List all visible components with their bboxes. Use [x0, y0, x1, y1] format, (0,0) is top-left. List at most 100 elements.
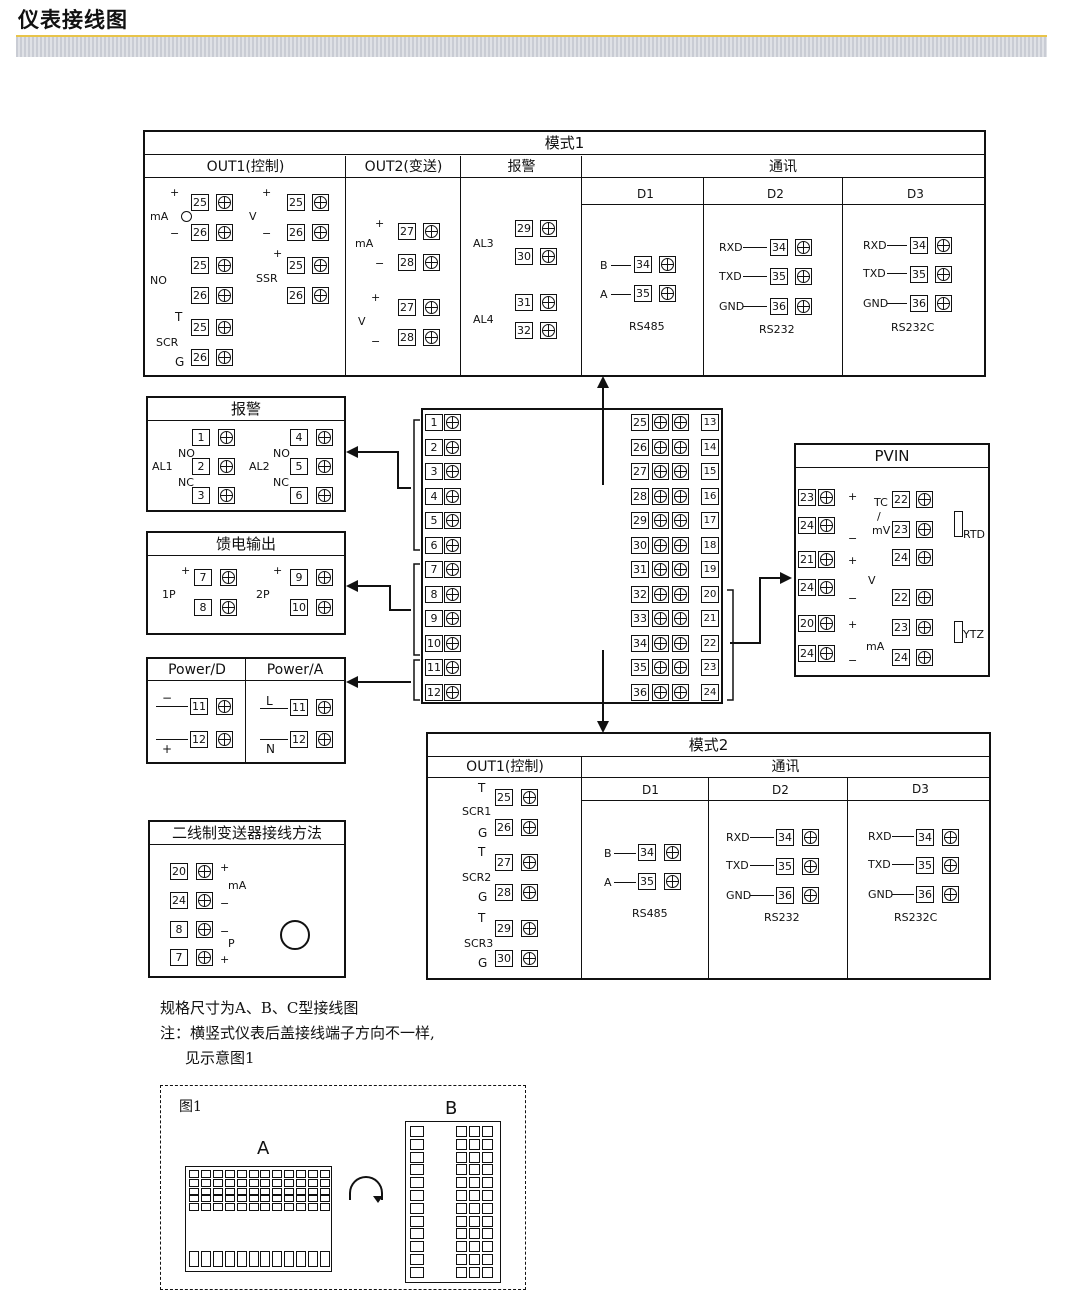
figure1-terminal [200, 1251, 211, 1267]
figure1-terminal [482, 1228, 493, 1240]
terminal-icon [196, 892, 213, 909]
figure1-terminal [224, 1170, 235, 1178]
terminal-icon [659, 256, 676, 273]
figure1-terminal [456, 1254, 467, 1265]
terminal-icon [802, 829, 819, 846]
figure1-terminal [469, 1215, 480, 1227]
terminal-icon [818, 579, 835, 596]
figure1-terminal [410, 1228, 424, 1240]
figure1-terminal [260, 1170, 271, 1178]
terminal-icon [818, 645, 835, 662]
mode2-panel: 模式2 OUT1(控制) 通讯 D1 D2 D3 T SCR1 G 25 26 … [426, 732, 991, 980]
terminal-number: 9 [425, 610, 443, 627]
figure1-terminal [308, 1194, 318, 1202]
figure1-terminal [248, 1179, 259, 1187]
terminal-icon [916, 619, 933, 636]
terminal-number: 27 [631, 463, 649, 480]
terminal-number: 20 [701, 585, 719, 603]
terminal-icon [672, 536, 689, 554]
figure1-terminal [308, 1170, 318, 1178]
terminal-icon [672, 463, 689, 480]
terminal-number: 6 [425, 536, 443, 554]
figure1-terminal [236, 1203, 247, 1211]
terminal-icon [521, 884, 538, 901]
terminal-number: 11 [425, 659, 443, 676]
terminal-icon [316, 599, 333, 616]
terminal-icon [316, 429, 333, 446]
terminal-icon [196, 863, 213, 880]
terminal-icon [935, 266, 952, 283]
alarm-panel: 报警 AL1 NO NC 1 2 3 AL2 NO NC 4 5 6 [146, 396, 346, 512]
figure1-terminal [272, 1188, 283, 1196]
figure1-terminal [456, 1138, 467, 1150]
terminal-icon [220, 599, 237, 616]
terminal-icon [444, 536, 461, 554]
note-line3: 见示意图1 [185, 1049, 255, 1067]
terminal-icon [521, 789, 538, 806]
terminal-number: 28 [631, 487, 649, 505]
terminal-icon [652, 487, 669, 505]
terminal-icon [652, 659, 669, 676]
figure1-terminal [469, 1126, 480, 1137]
terminal-icon [316, 699, 333, 716]
terminal-icon [521, 950, 538, 967]
terminal-number: 33 [631, 610, 649, 627]
terminal-icon [444, 585, 461, 603]
terminal-icon [818, 489, 835, 506]
terminal-icon [942, 829, 959, 846]
figure1-terminal [482, 1202, 493, 1214]
figure1-terminal [224, 1188, 235, 1196]
terminal-number: 7 [425, 561, 443, 578]
terminal-icon [312, 257, 329, 274]
terminal-icon [444, 463, 461, 480]
figure1-terminal [456, 1126, 467, 1137]
terminal-number: 14 [701, 438, 719, 456]
terminal-number: 24 [798, 645, 816, 662]
terminal-icon [795, 239, 812, 256]
figure1-terminal [308, 1203, 318, 1211]
terminal-icon [802, 858, 819, 875]
terminal-icon [444, 610, 461, 627]
note-line1: 规格尺寸为A、B、C型接线图 [160, 999, 359, 1017]
mode1-panel: 模式1 OUT1(控制) OUT2(变送) 报警 通讯 D1 D2 D3 + m… [143, 130, 986, 377]
figure1-terminal [296, 1179, 307, 1187]
figure1-terminal [236, 1194, 247, 1202]
terminal-number: 24 [892, 649, 910, 666]
terminal-number: 4 [425, 487, 443, 505]
figure1-terminal [236, 1188, 247, 1196]
figure1-terminal [410, 1190, 424, 1201]
figure1-label: 图1 [179, 1099, 202, 1115]
terminal-icon [216, 287, 233, 304]
terminal-icon [521, 819, 538, 836]
mode1-d3: D3 [907, 187, 924, 201]
terminal-icon [216, 224, 233, 241]
figure1-terminal [272, 1194, 283, 1202]
figure1-a-block [185, 1166, 332, 1272]
terminal-number: 22 [892, 491, 910, 508]
terminal-icon [216, 731, 233, 748]
terminal-number: 24 [892, 549, 910, 566]
terminal-icon [216, 257, 233, 274]
figure1-terminal [284, 1251, 295, 1267]
figure1-terminal [224, 1194, 235, 1202]
figure1-terminal [236, 1170, 247, 1178]
figure1-terminal [212, 1203, 223, 1211]
terminal-number: 26 [631, 438, 649, 456]
terminal-number: 24 [798, 517, 816, 534]
current-source-icon [181, 211, 192, 222]
terminal-number: 32 [631, 585, 649, 603]
mode1-col-comm: 通讯 [582, 156, 984, 178]
rotate-arrow-icon [349, 1176, 383, 1200]
terminal-number: 5 [425, 512, 443, 529]
two-wire-panel: 二线制变送器接线方法 20 24 8 7 + mA − − P + [148, 820, 346, 978]
figure1-terminal [469, 1241, 480, 1253]
terminal-icon [818, 517, 835, 534]
figure1-terminal [272, 1179, 283, 1187]
terminal-icon [218, 487, 235, 504]
figure1-terminal [319, 1170, 330, 1178]
terminal-icon [423, 299, 440, 316]
mode1-title: 模式1 [145, 132, 984, 155]
figure1-terminal [260, 1194, 271, 1202]
